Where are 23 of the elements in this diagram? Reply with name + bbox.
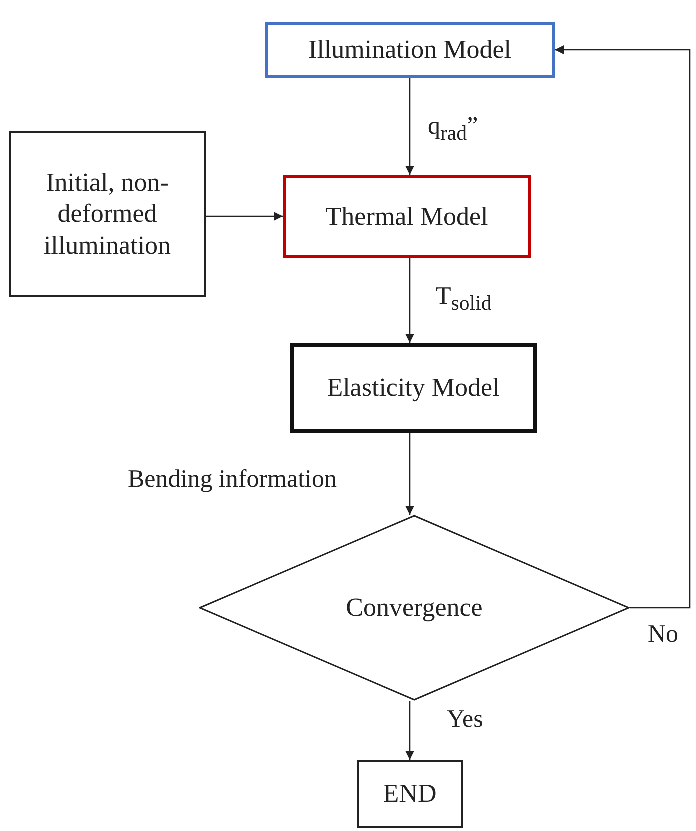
arrow: [406, 433, 414, 515]
process-box: [290, 343, 537, 433]
edge-label: T$_{solid}$: [436, 282, 492, 316]
edge-label: Bending information: [128, 465, 337, 495]
edge-label: q$_{rad}$”: [428, 112, 478, 146]
decision-diamond: [199, 515, 630, 701]
edge-label: Yes: [447, 705, 484, 735]
process-box: [265, 22, 555, 78]
node-label: Initial, non-deformed illumination: [42, 167, 172, 261]
arrow: [406, 701, 414, 760]
node-label: Elasticity Model: [327, 372, 500, 404]
arrow: [406, 258, 414, 343]
terminal-box: [357, 760, 463, 828]
node-label: Illumination Model: [308, 34, 512, 66]
node-label: END: [383, 778, 437, 810]
edge-label: No: [648, 620, 679, 650]
input-box: [9, 131, 206, 297]
node-label: Thermal Model: [326, 200, 488, 232]
node-label: Convergence: [346, 592, 483, 624]
process-box: [283, 175, 531, 258]
arrow: [555, 46, 691, 609]
arrow: [206, 212, 283, 221]
arrow: [406, 78, 414, 175]
